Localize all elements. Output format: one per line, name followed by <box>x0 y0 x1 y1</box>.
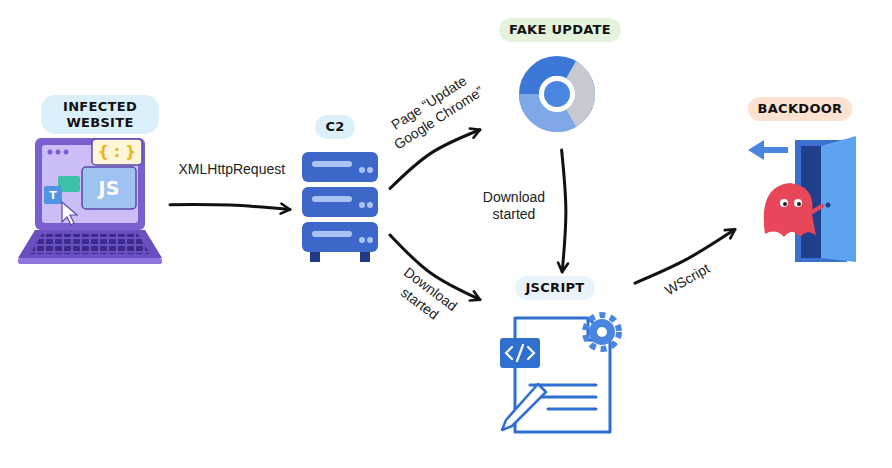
laptop-icon-part <box>48 150 53 155</box>
heading-pill: JSCRIPT <box>515 276 594 300</box>
script-document-icon-part <box>502 384 546 430</box>
heading-pill: FAKE UPDATE <box>499 18 621 42</box>
code-braces: { : } <box>98 145 136 160</box>
edge-label: Page “Update Google Chrome” <box>373 62 494 158</box>
update-node: FAKE UPDATE <box>480 15 640 150</box>
server-icon-part <box>312 196 352 202</box>
edge-label: WScript <box>660 259 715 301</box>
browser-logo <box>519 56 595 132</box>
door-icon-part <box>783 202 787 206</box>
door-icon-part <box>821 136 856 262</box>
backdoor-node: BACKDOOR <box>735 95 865 265</box>
server-node: C2 <box>290 115 390 265</box>
script-document-icon-part <box>597 327 607 337</box>
heading-pill: BACKDOOR <box>748 97 853 121</box>
edge-label: Download started <box>474 189 554 224</box>
door-icon-part <box>764 183 816 237</box>
server-icon-part <box>359 167 365 173</box>
heading-pill: INFECTED WEBSITE <box>41 95 159 134</box>
server-icon-part <box>302 222 378 252</box>
web-node: INFECTED WEBSITE <box>10 92 170 268</box>
flow-arrow <box>562 150 566 272</box>
server-icon-part <box>302 152 378 182</box>
browser-logo-part <box>544 81 570 107</box>
laptop-icon-part <box>62 202 77 225</box>
flow-arrow <box>170 205 290 210</box>
server-icon-part <box>367 167 373 173</box>
door-icon-part <box>748 140 764 160</box>
door-icon-part <box>794 199 802 207</box>
laptop-icon-part <box>35 138 145 230</box>
door-icon-part <box>812 206 822 212</box>
edge-label: Download started <box>383 258 468 334</box>
server-icon-part <box>312 231 352 237</box>
server-icon-part <box>359 237 365 243</box>
laptop-icon-part <box>44 186 62 204</box>
browser-logo-part <box>519 56 595 132</box>
laptop-icon-part <box>42 145 138 223</box>
server-icon-part <box>367 202 373 208</box>
script-document-icon-part <box>506 345 534 361</box>
laptop-icon-part <box>64 150 69 155</box>
laptop-icon-part <box>18 230 162 258</box>
laptop-icon <box>18 138 162 264</box>
server-icon-part <box>359 202 365 208</box>
server-icon-part <box>312 161 352 167</box>
browser-logo-part <box>539 76 575 112</box>
browser-logo-part <box>519 56 595 132</box>
server-icon-part <box>367 237 373 243</box>
door-icon-part <box>762 147 788 153</box>
script-document-icon-part <box>548 408 596 411</box>
script-document-icon-part <box>585 315 619 349</box>
laptop-icon-part <box>30 234 150 254</box>
door-icon-part <box>780 199 788 207</box>
server-icon <box>302 152 378 262</box>
laptop-icon-part <box>18 258 162 264</box>
script-document-icon-part <box>500 338 540 368</box>
laptop-icon-part <box>56 150 61 155</box>
text-icon-letter: T <box>49 190 57 201</box>
js-badge: JS <box>99 179 120 198</box>
edge-label: XMLHttpRequest <box>177 161 288 179</box>
server-icon-part <box>302 187 378 217</box>
laptop-icon-part <box>92 139 142 165</box>
script-document-icon <box>500 315 619 432</box>
door-icon-part <box>797 202 801 206</box>
laptop-icon-part <box>82 167 136 209</box>
door-icon-part <box>826 203 831 208</box>
door-icon <box>748 136 856 262</box>
script-node: JSCRIPT <box>480 272 635 445</box>
script-document-icon-part <box>589 319 615 345</box>
heading-pill: C2 <box>315 115 354 139</box>
